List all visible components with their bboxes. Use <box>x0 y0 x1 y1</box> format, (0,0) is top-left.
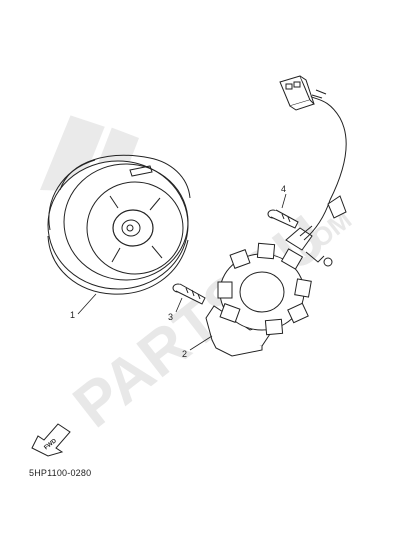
callout-1: 1 <box>70 293 97 320</box>
wire-connector <box>279 75 315 111</box>
callout-label-1: 1 <box>70 310 75 320</box>
callout-3: 3 <box>168 297 183 322</box>
callout-label-4: 4 <box>281 184 286 194</box>
drawing-code: 5HP1100-0280 <box>29 468 92 478</box>
pickup-screw <box>267 209 299 229</box>
stator-screw <box>172 283 206 305</box>
callout-2: 2 <box>182 335 213 359</box>
stator-assembly <box>205 227 313 357</box>
wire-harness <box>299 89 347 267</box>
callout-label-3: 3 <box>168 312 173 322</box>
callout-4: 4 <box>281 184 287 209</box>
callout-label-2: 2 <box>182 349 187 359</box>
fwd-arrow-icon: FWD <box>31 423 71 457</box>
flywheel-rotor <box>47 154 191 295</box>
